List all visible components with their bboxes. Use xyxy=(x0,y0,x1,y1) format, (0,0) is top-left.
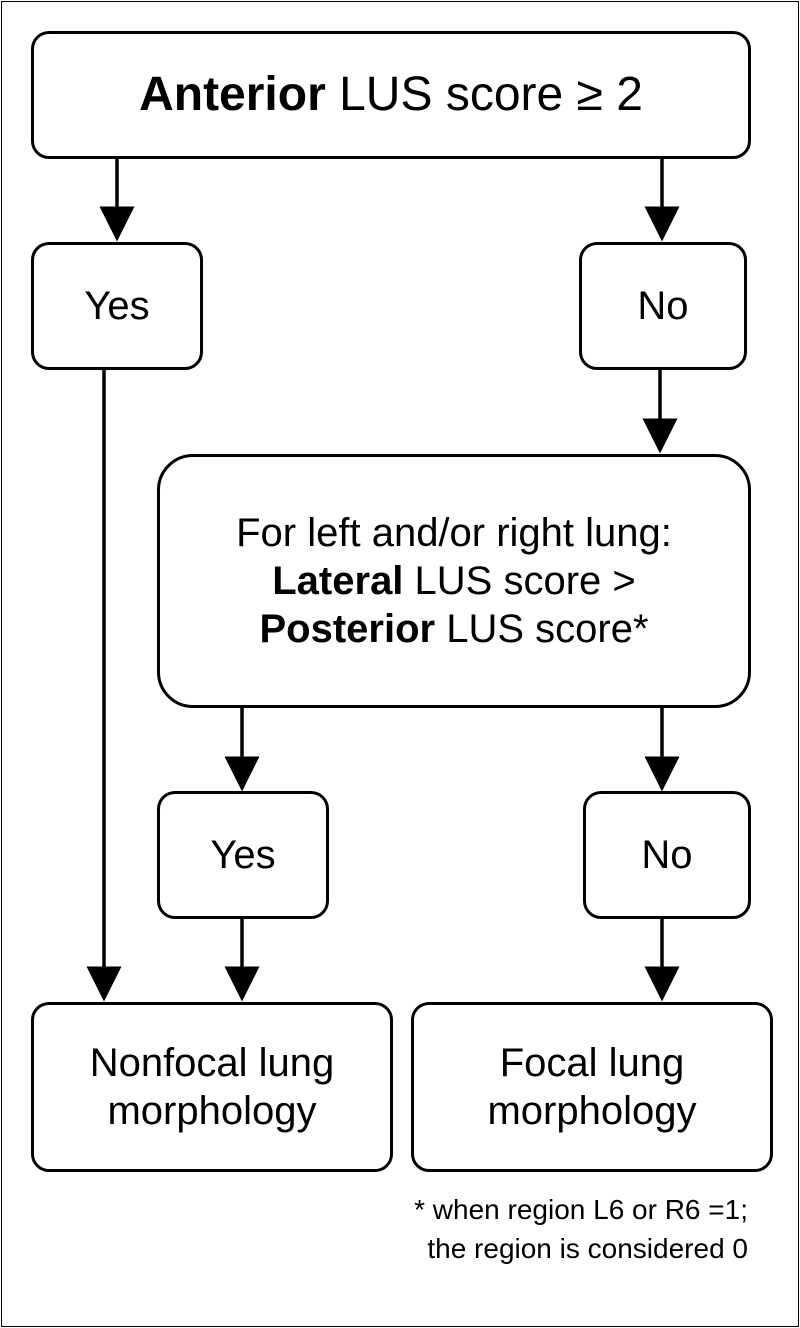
lateral-vs-posterior-box: For left and/or right lung: Lateral LUS … xyxy=(157,454,751,708)
footnote-line-1: * when region L6 or R6 =1; xyxy=(414,1194,748,1225)
yes-2-label: Yes xyxy=(210,833,276,877)
yes-box-1: Yes xyxy=(31,242,203,370)
lateral-bold-label: Lateral xyxy=(272,559,404,603)
no-1-label: No xyxy=(637,284,689,328)
anterior-bold-label: Anterior xyxy=(139,67,326,121)
anterior-score-box: Anterior LUS score ≥ 2 xyxy=(31,31,751,159)
anterior-rest-label: LUS score ≥ 2 xyxy=(325,67,643,121)
nonfocal-line-1: Nonfocal lung xyxy=(89,1041,335,1085)
footnote: * when region L6 or R6 =1; the region is… xyxy=(288,1190,748,1268)
footnote-line-2: the region is considered 0 xyxy=(427,1233,748,1265)
no-2-label: No xyxy=(641,833,693,877)
lateral-rest-label: LUS score > xyxy=(403,559,636,603)
posterior-rest-label: LUS score* xyxy=(435,607,649,651)
yes-box-2: Yes xyxy=(157,791,329,919)
yes-1-label: Yes xyxy=(84,284,150,328)
nonfocal-morphology-box: Nonfocal lung morphology xyxy=(31,1002,393,1172)
focal-line-2: morphology xyxy=(487,1089,697,1133)
focal-morphology-box: Focal lung morphology xyxy=(411,1002,773,1172)
no-box-2: No xyxy=(583,791,751,919)
posterior-bold-label: Posterior xyxy=(259,607,436,651)
focal-line-1: Focal lung xyxy=(499,1041,685,1085)
lateral-line-1: For left and/or right lung: xyxy=(236,511,672,555)
nonfocal-line-2: morphology xyxy=(107,1089,317,1133)
no-box-1: No xyxy=(579,242,747,370)
